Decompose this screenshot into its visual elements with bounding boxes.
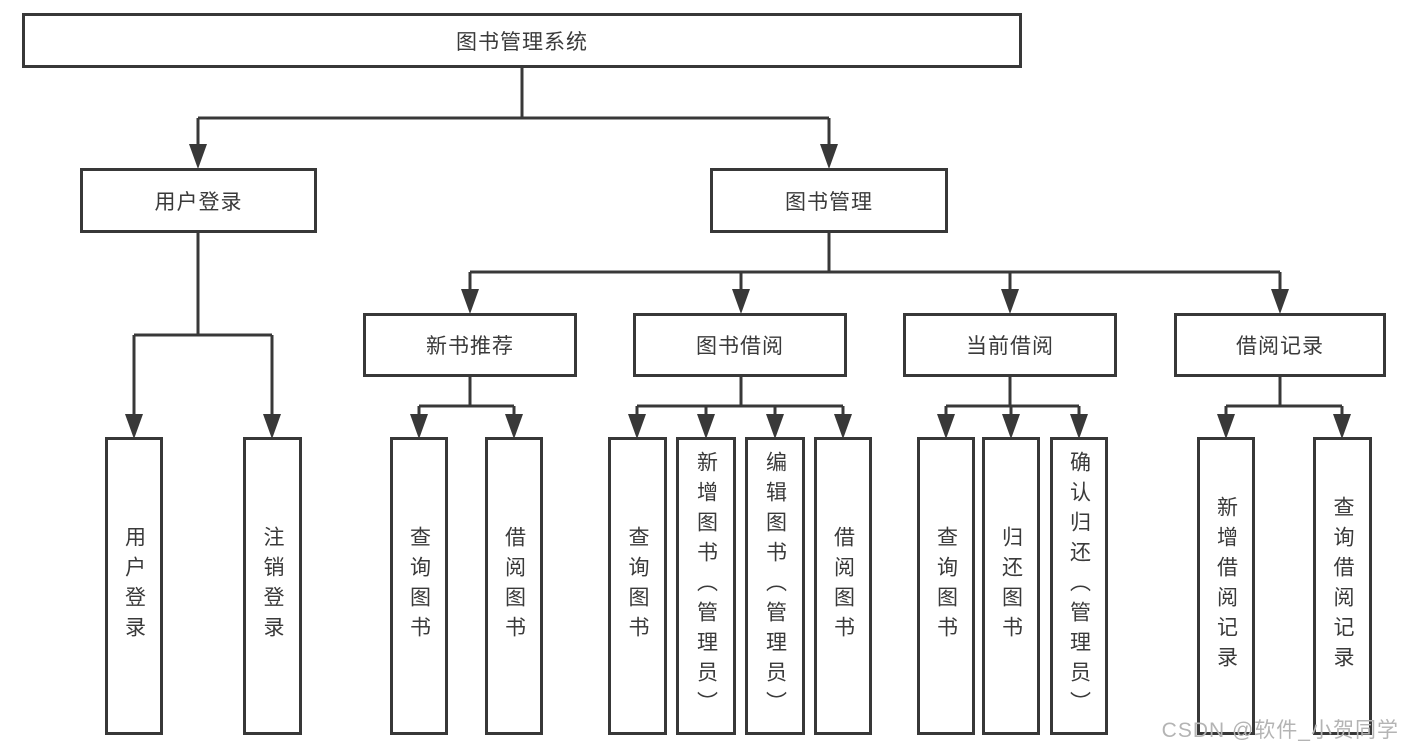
- node-book-borrow: 图书借阅: [633, 313, 847, 377]
- node-library-system: 图书管理系统: [22, 13, 1022, 68]
- leaf-borrow-book: 借阅图书: [814, 437, 872, 735]
- node-current-borrow: 当前借阅: [903, 313, 1117, 377]
- leaf-label: 借阅图书: [831, 526, 855, 646]
- leaf-label: 查询借阅记录: [1331, 496, 1354, 676]
- leaf-add-borrow-record: 新增借阅记录: [1197, 437, 1255, 735]
- leaf-label: 注销登录: [261, 526, 284, 646]
- leaf-label: 新增图书（管理员）: [694, 451, 718, 721]
- node-borrow-record: 借阅记录: [1174, 313, 1386, 377]
- node-new-book-recommend: 新书推荐: [363, 313, 577, 377]
- leaf-logout: 注销登录: [243, 437, 302, 735]
- leaf-label: 确认归还（管理员）: [1067, 451, 1091, 721]
- leaf-query-book-borrow: 查询图书: [608, 437, 667, 735]
- leaf-label: 新增借阅记录: [1214, 496, 1238, 676]
- leaf-label: 查询图书: [934, 526, 958, 646]
- leaf-return-book: 归还图书: [982, 437, 1040, 735]
- leaf-query-borrow-record: 查询借阅记录: [1313, 437, 1372, 735]
- csdn-watermark: CSDN @软件_小贺同学: [1161, 719, 1399, 742]
- leaf-borrow-book-recommend: 借阅图书: [485, 437, 543, 735]
- leaf-add-book-admin: 新增图书（管理员）: [676, 437, 736, 735]
- leaf-query-book-recommend: 查询图书: [390, 437, 448, 735]
- leaf-label: 查询图书: [407, 526, 431, 646]
- leaf-label: 归还图书: [999, 526, 1023, 646]
- leaf-label: 编辑图书（管理员）: [763, 451, 787, 721]
- node-book-management: 图书管理: [710, 168, 948, 233]
- leaf-edit-book-admin: 编辑图书（管理员）: [745, 437, 805, 735]
- node-user-login: 用户登录: [80, 168, 317, 233]
- leaf-confirm-return-admin: 确认归还（管理员）: [1050, 437, 1108, 735]
- leaf-label: 查询图书: [626, 526, 649, 646]
- leaf-label: 用户登录: [122, 526, 146, 646]
- leaf-label: 借阅图书: [502, 526, 526, 646]
- leaf-query-book-current: 查询图书: [917, 437, 975, 735]
- leaf-user-login: 用户登录: [105, 437, 163, 735]
